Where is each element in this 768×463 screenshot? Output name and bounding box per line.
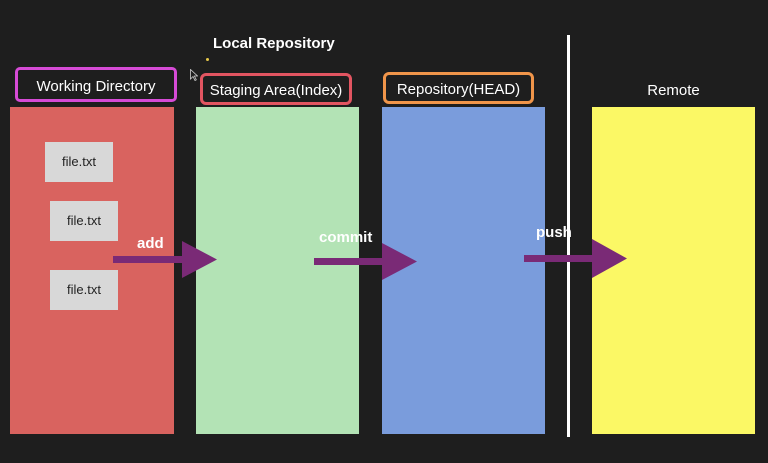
remote-column [592, 107, 755, 434]
local-repository-title: Local Repository [213, 35, 335, 52]
mouse-cursor-icon [190, 69, 198, 81]
repository-head-column [382, 107, 545, 434]
repository-head-label: Repository(HEAD) [383, 72, 534, 104]
staging-area-label: Staging Area(Index) [200, 73, 352, 105]
working-directory-label: Working Directory [15, 67, 177, 102]
staging-area-column [196, 107, 359, 434]
file-box: file.txt [50, 270, 118, 310]
push-label: push [536, 224, 572, 241]
add-label: add [137, 235, 164, 252]
commit-label: commit [319, 229, 373, 246]
decorative-dot [206, 58, 209, 61]
remote-label: Remote [647, 82, 700, 99]
file-box: file.txt [45, 142, 113, 182]
local-remote-divider [567, 35, 570, 437]
file-box: file.txt [50, 201, 118, 241]
